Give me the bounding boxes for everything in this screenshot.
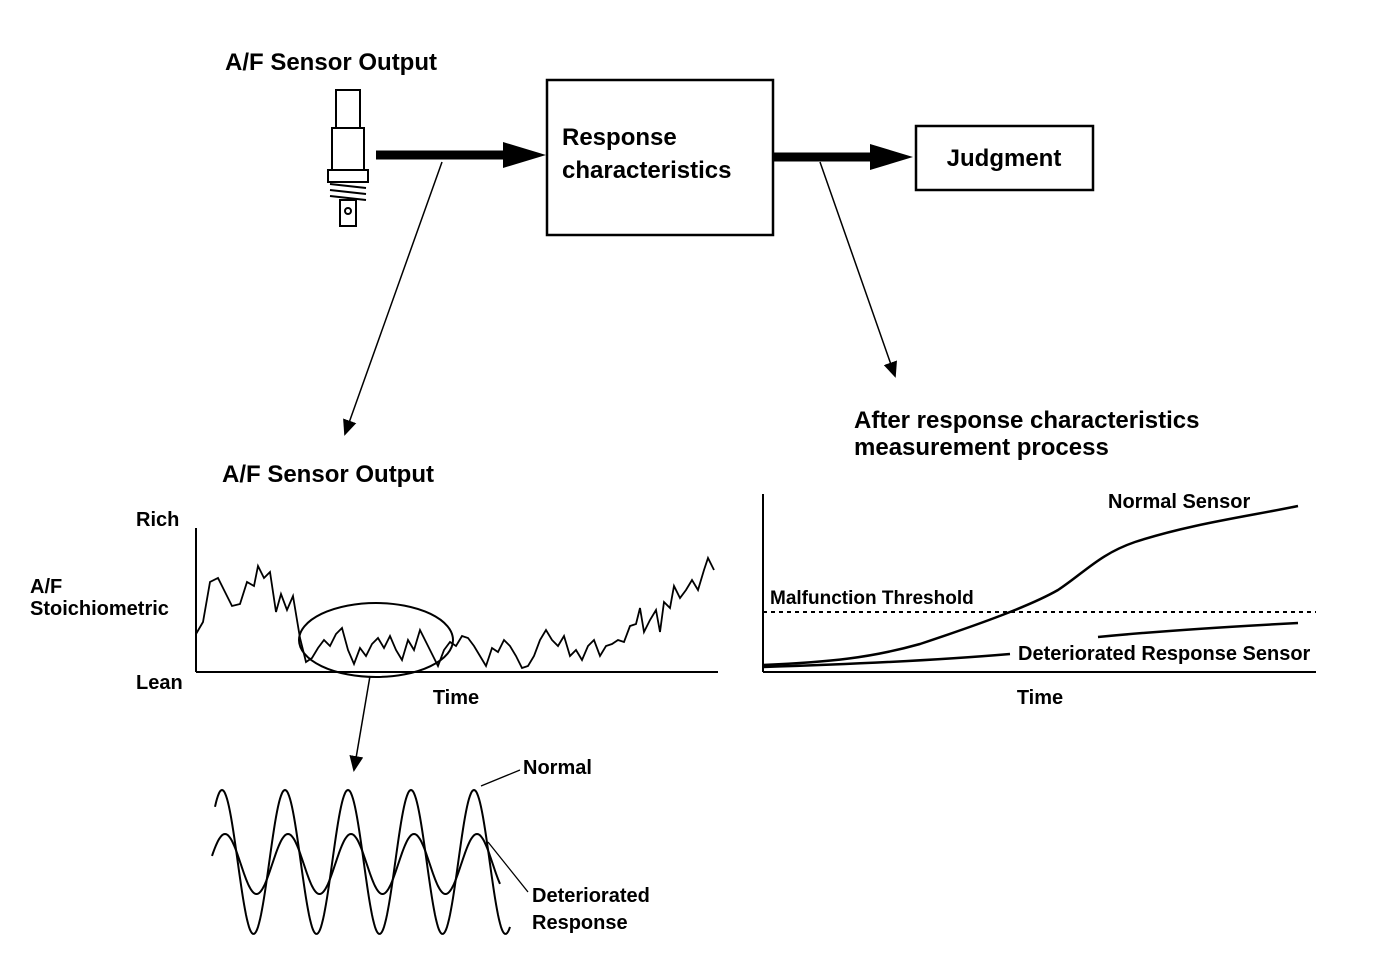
sensor-output-title: A/F Sensor Output bbox=[225, 49, 437, 76]
malfunction-threshold-label: Malfunction Threshold bbox=[770, 588, 974, 609]
normal-label: Normal bbox=[523, 757, 592, 779]
y-label-rich: Rich bbox=[136, 509, 179, 531]
y-label-stoichiometric: Stoichiometric bbox=[30, 598, 169, 620]
deteriorated-label-line2: Response bbox=[532, 912, 628, 934]
leader-arrow-left bbox=[343, 161, 443, 436]
deteriorated-sensor-label: Deteriorated Response Sensor bbox=[1018, 643, 1311, 665]
y-label-af: A/F bbox=[30, 576, 62, 598]
arrow-to-response bbox=[376, 142, 546, 168]
normal-leader-line bbox=[480, 769, 521, 787]
zoom-ellipse bbox=[298, 602, 454, 678]
normal-sensor-curve bbox=[762, 504, 1299, 667]
normal-waveform bbox=[214, 788, 511, 935]
response-box-label-line1: Response bbox=[562, 124, 677, 151]
response-box-label-line2: characteristics bbox=[562, 157, 731, 184]
deteriorated-label-line1: Deteriorated bbox=[532, 885, 650, 907]
right-chart-title-line1: After response characteristics bbox=[854, 407, 1200, 434]
zoom-arrow bbox=[349, 675, 371, 772]
judgment-label: Judgment bbox=[947, 145, 1062, 172]
left-chart-title: A/F Sensor Output bbox=[222, 461, 434, 488]
response-characteristics-box bbox=[545, 78, 775, 237]
left-chart-x-label: Time bbox=[433, 687, 479, 709]
judgment-box bbox=[914, 124, 1095, 192]
arrow-to-judgment bbox=[774, 144, 913, 170]
af-sensor-icon bbox=[327, 89, 369, 227]
leader-arrow-right bbox=[819, 161, 897, 378]
deteriorated-waveform bbox=[211, 832, 501, 895]
normal-sensor-label: Normal Sensor bbox=[1108, 491, 1250, 513]
zoom-waveforms bbox=[211, 788, 511, 935]
deteriorated-sensor-curve-end bbox=[1097, 621, 1299, 639]
deteriorated-leader-line bbox=[487, 841, 529, 893]
right-chart-title-line2: measurement process bbox=[854, 434, 1109, 461]
y-label-lean: Lean bbox=[136, 672, 183, 694]
af-output-trace bbox=[195, 555, 715, 670]
deteriorated-sensor-curve-start bbox=[762, 652, 1011, 669]
right-chart-x-label: Time bbox=[1017, 687, 1063, 709]
